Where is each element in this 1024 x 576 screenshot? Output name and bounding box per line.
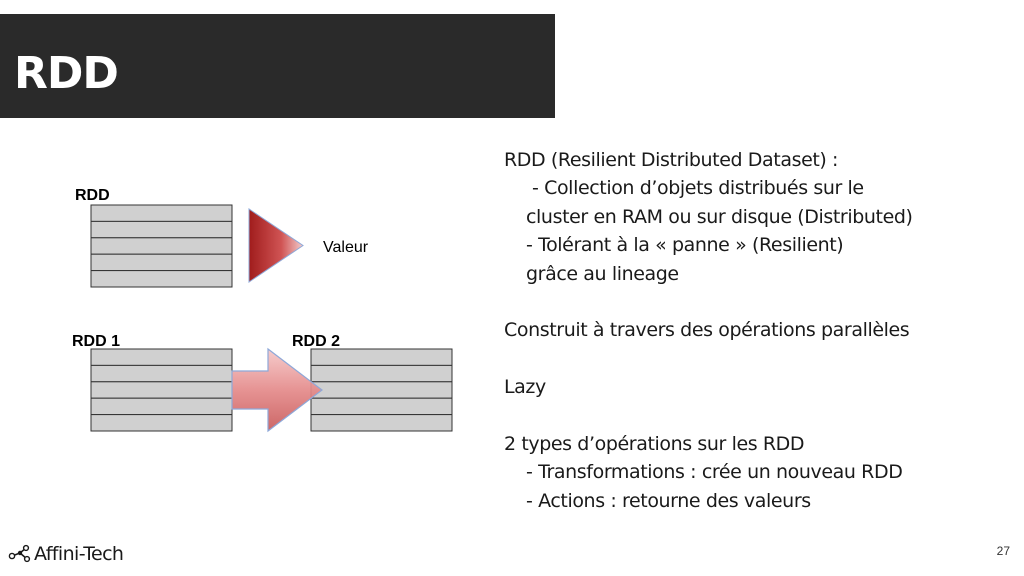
rdd-partition <box>90 204 233 222</box>
transformation-arrow <box>231 347 323 433</box>
content-line: Lazy <box>504 376 546 399</box>
rdd2-partition <box>310 414 453 432</box>
content-line: - Collection d’objets distribués sur le <box>532 177 864 200</box>
rdd2-partition <box>310 397 453 416</box>
rdd2-partition <box>310 364 453 383</box>
rdd-partition <box>90 253 233 272</box>
rdd-label: RDD <box>75 187 110 204</box>
content-line: - Transformations : crée un nouveau RDD <box>526 461 903 484</box>
rdd2-table <box>310 348 453 432</box>
rdd1-partition <box>90 364 233 383</box>
content-line: grâce au lineage <box>526 262 679 285</box>
slide-title: RDD <box>14 48 119 99</box>
spacer <box>504 345 1004 373</box>
rdd1-partition <box>90 381 233 399</box>
content-line: cluster en RAM ou sur disque (Distribute… <box>526 205 913 228</box>
rdd1-partition <box>90 414 233 432</box>
content-line: RDD (Resilient Distributed Dataset) : <box>504 149 839 171</box>
rdd-partition <box>90 237 233 255</box>
rdd-partition <box>90 270 233 288</box>
rdd2-partition <box>310 381 453 399</box>
slide-content: RDD (Resilient Distributed Dataset) : - … <box>504 146 1004 515</box>
company-logo: Affini-Tech <box>8 543 124 565</box>
content-line: Construit à travers des opérations paral… <box>504 319 910 342</box>
title-bar: RDD <box>0 14 555 118</box>
rdd1-table <box>90 348 233 432</box>
page-number: 27 <box>996 544 1010 558</box>
action-triangle <box>248 208 304 283</box>
rdd1-label: RDD 1 <box>72 333 120 350</box>
rdd1-partition <box>90 348 233 366</box>
rdd-table <box>90 204 233 288</box>
rdd2-partition <box>310 348 453 366</box>
content-line: - Tolérant à la « panne » (Resilient) <box>526 234 844 257</box>
value-label: Valeur <box>323 239 369 256</box>
rdd2-label: RDD 2 <box>292 333 340 350</box>
rdd1-partition <box>90 397 233 416</box>
logo-text: Affini-Tech <box>34 543 124 565</box>
spacer <box>504 288 1004 316</box>
spacer <box>504 402 1004 430</box>
content-line: 2 types d’opérations sur les RDD <box>504 433 805 456</box>
network-nodes-icon <box>8 544 31 563</box>
content-line: - Actions : retourne des valeurs <box>526 489 811 512</box>
rdd-partition <box>90 220 233 239</box>
